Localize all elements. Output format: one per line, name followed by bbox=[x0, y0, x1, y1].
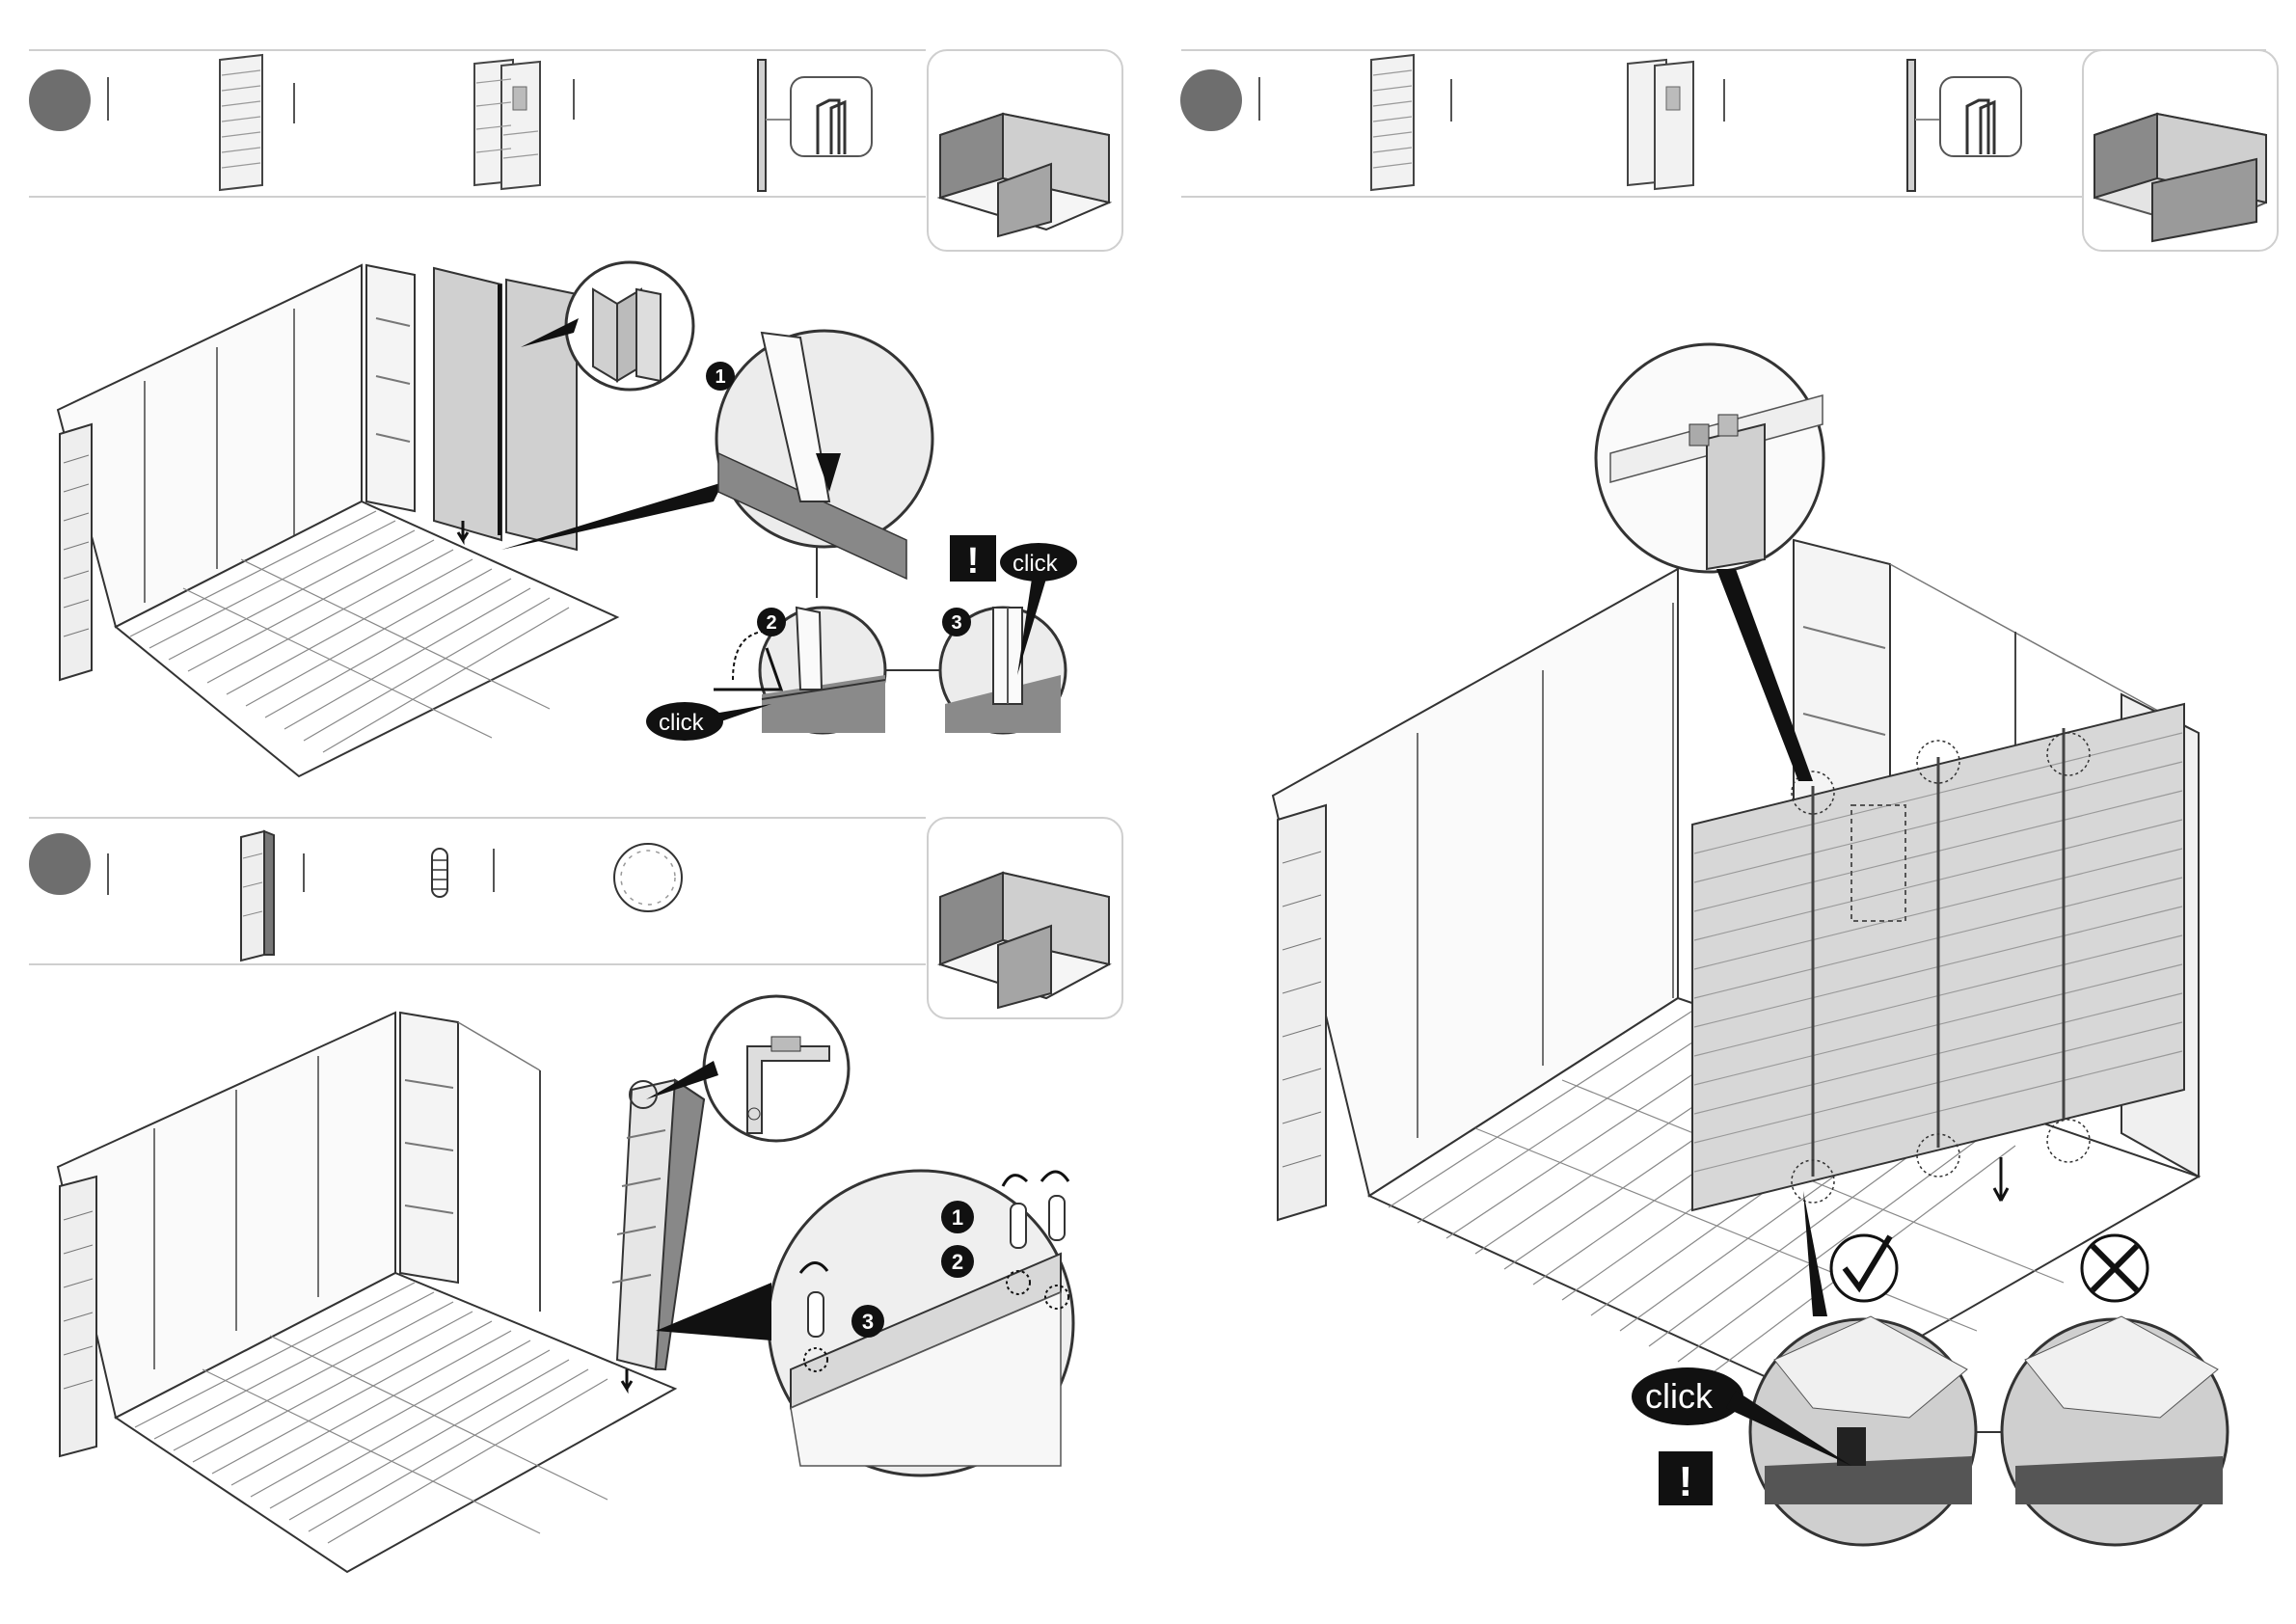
wall-panel-grey-1 bbox=[434, 268, 501, 540]
step-number-marker bbox=[29, 833, 91, 895]
sub-step-number-2b: 2 bbox=[952, 1250, 963, 1274]
step-number-marker bbox=[29, 69, 91, 131]
sub-step-number-3: 3 bbox=[951, 612, 961, 634]
click-label-c: click bbox=[1645, 1376, 1714, 1416]
click-label-3: click bbox=[1013, 551, 1059, 577]
detail-step-3-zoom: 3 ! click bbox=[885, 535, 1077, 733]
corner-post-icon bbox=[241, 831, 274, 961]
detail-step-2-zoom: 2 click bbox=[646, 608, 885, 741]
parts-strip-b bbox=[29, 818, 1122, 1018]
step-b: 1 2 3 bbox=[29, 818, 1122, 1572]
sub-step-number-3b: 3 bbox=[862, 1310, 874, 1334]
vertical-profile-icon bbox=[758, 60, 872, 191]
shed-isometric-c bbox=[1273, 540, 2199, 1398]
step-a: 1 2 click 3 ! c bbox=[29, 50, 1122, 776]
click-label-2: click bbox=[659, 710, 705, 736]
spring-pin-icon bbox=[432, 849, 447, 897]
parts-strip-a bbox=[29, 50, 1122, 251]
vertical-profile-icon bbox=[1907, 60, 2021, 191]
washer-ring-icon bbox=[614, 844, 682, 911]
door-panel-pair-icon bbox=[1628, 60, 1693, 189]
sub-step-number-1b: 1 bbox=[952, 1205, 963, 1230]
sub-step-number-2: 2 bbox=[766, 612, 776, 634]
parts-strip-c bbox=[1180, 50, 2278, 251]
warning-label-a: ! bbox=[967, 541, 980, 582]
detail-pin-insert-zoom: 1 2 3 bbox=[656, 1171, 1073, 1475]
door-panel-pair-icon bbox=[474, 60, 540, 189]
sub-step-number-1: 1 bbox=[715, 366, 725, 388]
progress-thumbnail bbox=[2083, 50, 2278, 251]
warning-label-c: ! bbox=[1679, 1458, 1693, 1505]
step-number-marker bbox=[1180, 69, 1242, 131]
wall-panel-icon bbox=[1371, 55, 1414, 190]
progress-thumbnail bbox=[928, 818, 1122, 1018]
shed-floor-isometric-b bbox=[58, 1013, 704, 1572]
progress-thumbnail bbox=[928, 50, 1122, 251]
wall-panel-icon bbox=[220, 55, 262, 190]
step-c: click ! bbox=[1180, 50, 2278, 1545]
